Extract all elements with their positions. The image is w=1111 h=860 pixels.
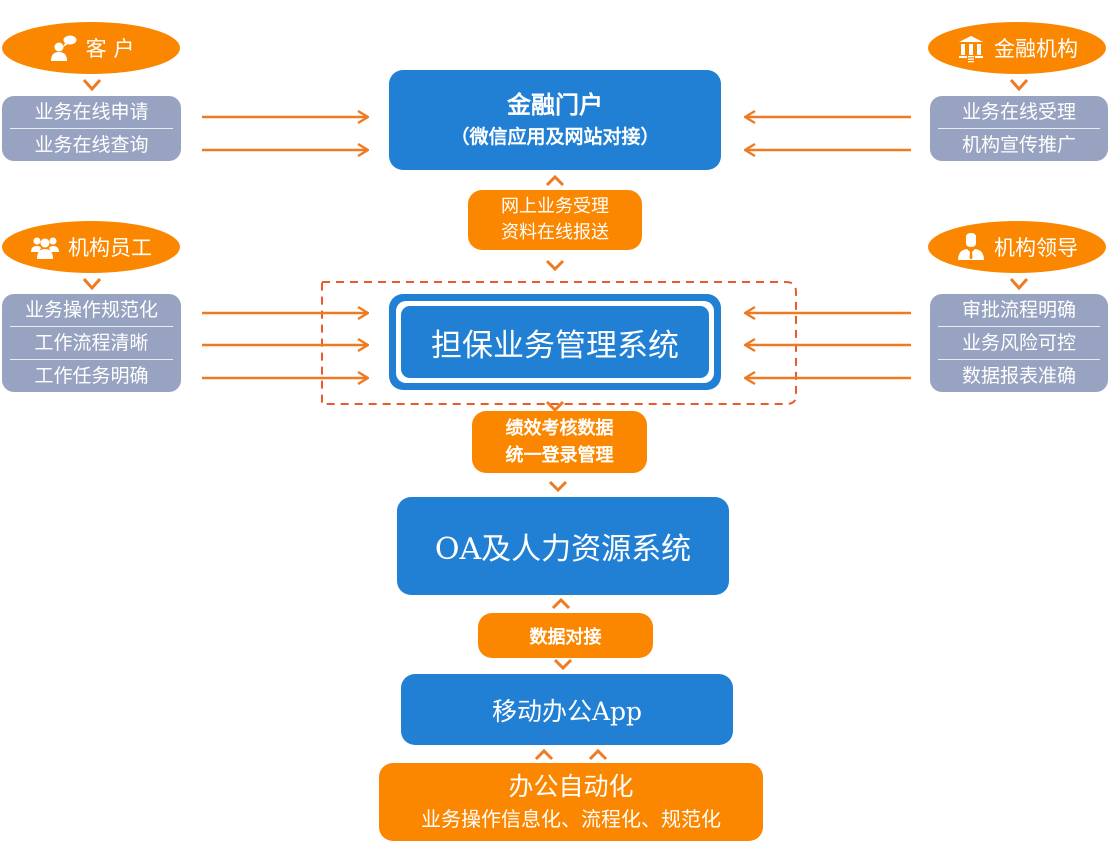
chevron-down-icon	[1009, 79, 1029, 92]
chevron-down-icon	[1009, 278, 1029, 291]
connector-text: 资料在线报送	[501, 222, 609, 243]
role-staff-label: 机构员工	[68, 236, 152, 260]
role-leader-label: 机构领导	[994, 236, 1078, 260]
user-chat-icon	[48, 33, 78, 63]
portal-title: 金融门户	[507, 90, 603, 119]
list-item: 业务在线受理	[961, 101, 1076, 123]
connector-data-integration: 数据对接	[478, 613, 653, 658]
chevron-down-icon	[553, 658, 573, 671]
chevron-up-icon	[534, 748, 554, 761]
chevron-down-icon	[82, 278, 102, 291]
connector-text: 数据对接	[529, 626, 602, 648]
list-item: 工作流程清晰	[10, 326, 173, 359]
customer-needs-box: 业务在线申请 业务在线查询	[2, 96, 181, 161]
role-institution-label: 金融机构	[994, 37, 1078, 61]
list-item: 数据报表准确	[938, 359, 1100, 392]
list-item: 工作任务明确	[10, 359, 173, 392]
role-institution: 金融机构	[928, 22, 1106, 74]
list-item: 业务操作规范化	[24, 299, 158, 321]
list-item: 业务风险可控	[938, 326, 1100, 359]
role-customer-label: 客 户	[85, 37, 135, 61]
chevron-down-icon	[545, 400, 565, 413]
list-item: 业务在线查询	[10, 128, 173, 161]
institution-needs-box: 业务在线受理 机构宣传推广	[930, 96, 1108, 161]
mobile-title: 移动办公App	[491, 696, 643, 726]
group-users-icon	[30, 232, 60, 262]
list-item: 审批流程明确	[961, 299, 1076, 321]
role-customer: 客 户	[2, 22, 180, 74]
role-leader: 机构领导	[928, 221, 1106, 273]
chevron-down-icon	[82, 79, 102, 92]
list-item: 业务在线申请	[34, 101, 149, 123]
bank-icon	[956, 33, 986, 63]
portal-subtitle: （微信应用及网站对接）	[450, 126, 660, 148]
staff-needs-box: 业务操作规范化 工作流程清晰 工作任务明确	[2, 294, 181, 392]
list-item: 机构宣传推广	[938, 128, 1100, 161]
system-guarantee: 担保业务管理系统	[401, 306, 709, 378]
office-automation-box: 办公自动化 业务操作信息化、流程化、规范化	[379, 763, 763, 841]
connector-text: 网上业务受理	[501, 196, 609, 217]
system-oa-hr: OA及人力资源系统	[397, 497, 729, 595]
role-staff: 机构员工	[2, 221, 180, 273]
connector-performance-data: 绩效考核数据 统一登录管理	[472, 411, 647, 473]
chevron-down-icon	[545, 259, 565, 272]
office-automation-title: 办公自动化	[508, 772, 634, 801]
system-mobile-app: 移动办公App	[401, 674, 733, 745]
leader-needs-box: 审批流程明确 业务风险可控 数据报表准确	[930, 294, 1108, 392]
chevron-down-icon	[548, 480, 568, 493]
connector-text: 绩效考核数据	[505, 418, 614, 439]
chevron-up-icon	[588, 748, 608, 761]
chevron-up-icon	[545, 174, 565, 187]
chevron-up-icon	[551, 597, 571, 610]
system-financial-portal: 金融门户 （微信应用及网站对接）	[389, 70, 721, 170]
oa-title: OA及人力资源系统	[434, 532, 692, 567]
business-person-icon	[956, 232, 986, 262]
guarantee-title: 担保业务管理系统	[431, 327, 679, 364]
connector-online-processing: 网上业务受理 资料在线报送	[468, 190, 642, 250]
connector-text: 统一登录管理	[505, 445, 614, 466]
office-automation-subtitle: 业务操作信息化、流程化、规范化	[421, 807, 721, 831]
